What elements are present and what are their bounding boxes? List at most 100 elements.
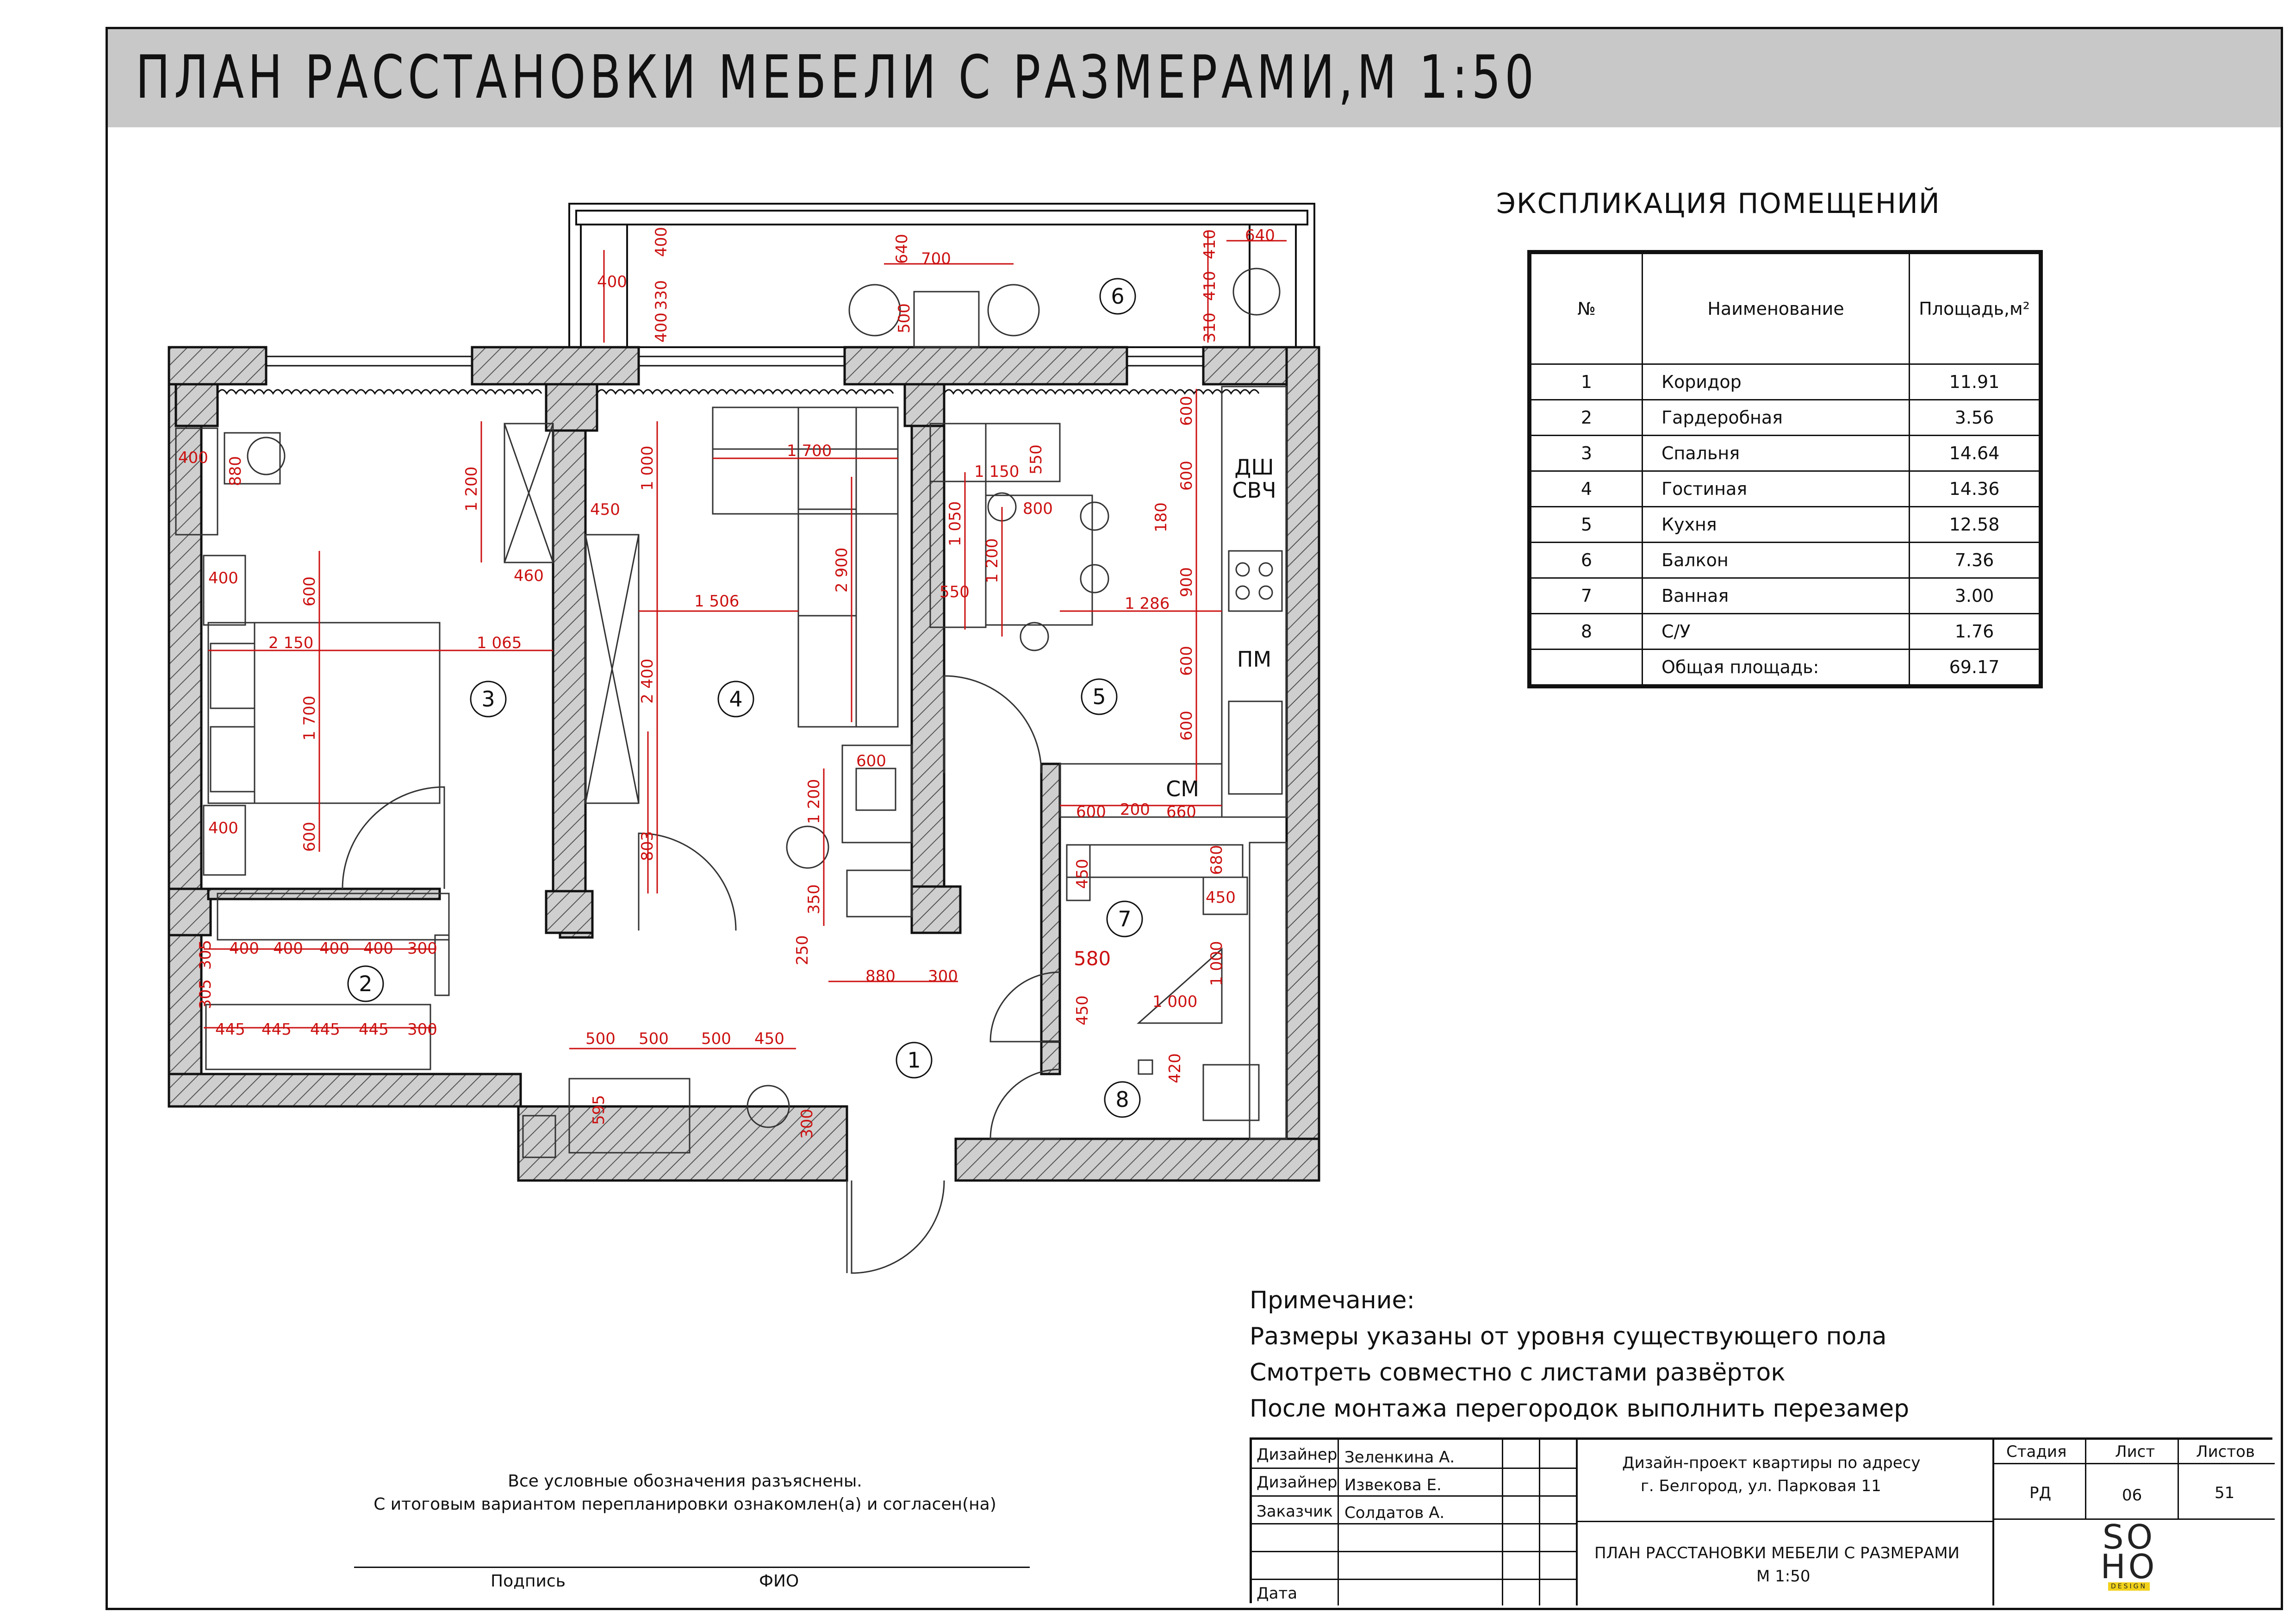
cell-name: Спальня: [1642, 435, 1910, 472]
dim-label: 445: [261, 1020, 292, 1039]
dim-label: 2 150: [268, 634, 313, 652]
room-number-2: 2: [359, 971, 372, 996]
dim-label: 200: [1120, 800, 1150, 819]
dim-label: 400: [208, 819, 238, 837]
signature-label: Подпись: [491, 1572, 566, 1591]
room-number-6: 6: [1111, 284, 1124, 309]
stamp-role: Дата: [1257, 1584, 1298, 1603]
dim-label: 803: [638, 831, 657, 861]
cell-num: 5: [1529, 506, 1643, 543]
dim-label: 400: [652, 227, 671, 257]
cell-num: 1: [1529, 363, 1643, 400]
dim-label: 700: [921, 250, 951, 268]
dim-label: 880: [226, 456, 245, 486]
fixture-label-dsh: ДШ: [1234, 455, 1274, 480]
room-number-5: 5: [1092, 684, 1106, 709]
sheet-value: 06: [2122, 1486, 2142, 1505]
dim-label: 310: [1201, 312, 1219, 343]
windows: [217, 356, 1260, 395]
dim-label: 450: [590, 500, 620, 519]
room-number-1: 1: [907, 1048, 921, 1073]
dim-label: 660: [1166, 803, 1196, 821]
dim-label: 900: [1177, 567, 1196, 597]
dim-label: 400: [597, 273, 627, 291]
dim-label: 595: [590, 1095, 608, 1125]
dim-label: 600: [1177, 396, 1196, 426]
col-num: №: [1529, 251, 1643, 365]
stamp-role: Дизайнер: [1257, 1445, 1338, 1464]
dim-label: 550: [1027, 444, 1045, 475]
stamp-name: Зеленкина А.: [1344, 1448, 1455, 1467]
dim-label: 305: [196, 979, 215, 1009]
dim-label: 460: [514, 567, 544, 585]
dim-label: 400: [273, 939, 303, 958]
dim-label: 445: [310, 1020, 340, 1039]
dim-label: 330: [652, 280, 671, 310]
dim-label: 300: [798, 1109, 816, 1139]
dim-label: 500: [895, 303, 914, 333]
room-markers: 1 2 3 4 5 6 7 8: [347, 278, 1143, 1118]
total-area: 69.17: [1909, 649, 2041, 687]
cell-name: Коридор: [1642, 363, 1910, 400]
dim-label: 880: [865, 967, 896, 986]
cell-num: 2: [1529, 399, 1643, 436]
dim-label: 1 700: [787, 442, 832, 460]
stamp-role: Заказчик: [1257, 1502, 1333, 1521]
dim-label: 550: [940, 583, 970, 601]
table-total-row: Общая площадь:69.17: [1529, 649, 2041, 687]
dim-label: 400: [178, 449, 208, 467]
dim-label: 500: [701, 1030, 731, 1048]
stamp-name: Солдатов А.: [1344, 1504, 1445, 1522]
dimension-lines: [204, 231, 1287, 1049]
cell-area: 12.58: [1909, 506, 2041, 543]
stage-label: Стадия: [2006, 1443, 2067, 1461]
room-number-3: 3: [481, 687, 495, 712]
fixture-label-svch: СВЧ: [1232, 478, 1276, 503]
cell-name: Гардеробная: [1642, 399, 1910, 436]
title-bar: ПЛАН РАССТАНОВКИ МЕБЕЛИ С РАЗМЕРАМИ,М 1:…: [108, 29, 2281, 127]
dim-label: 1 000: [638, 446, 657, 491]
cell-num: 4: [1529, 470, 1643, 507]
dim-label: 1 286: [1125, 594, 1170, 613]
dim-label: 500: [639, 1030, 669, 1048]
col-area: Площадь,м²: [1909, 251, 2041, 365]
dim-label: 600: [1177, 711, 1196, 741]
dim-label: 400: [319, 939, 349, 958]
dim-label: 1 050: [946, 501, 964, 546]
dim-label: 350: [805, 884, 823, 914]
dim-label: 1 000: [1207, 941, 1226, 986]
dim-label: 300: [407, 1020, 437, 1039]
sheet-label: Лист: [2115, 1443, 2155, 1461]
dim-label: 640: [1245, 226, 1275, 245]
room-number-4: 4: [729, 687, 742, 712]
cell-area: 7.36: [1909, 542, 2041, 579]
cell-area: 14.64: [1909, 435, 2041, 472]
cell-num: 6: [1529, 542, 1643, 579]
signature-line: [354, 1567, 1030, 1568]
sheets-label: Листов: [2196, 1443, 2255, 1461]
dim-label: 600: [856, 752, 886, 770]
cell-area: 3.56: [1909, 399, 2041, 436]
dim-label: 2 900: [833, 548, 851, 593]
dim-label: 1 700: [300, 696, 319, 741]
dim-label: 410: [1201, 271, 1219, 301]
notes-heading: Примечание:: [1250, 1287, 1415, 1314]
signoff-line2: С итоговым вариантом перепланировки озна…: [373, 1495, 996, 1514]
dim-label: 445: [359, 1020, 389, 1039]
dim-label: 450: [1073, 859, 1092, 889]
dim-label: 600: [1177, 461, 1196, 491]
dim-label: 640: [893, 234, 911, 264]
cell-name: Кухня: [1642, 506, 1910, 543]
cell-num: 7: [1529, 577, 1643, 614]
dim-label: 445: [215, 1020, 245, 1039]
note-line: Смотреть совместно с листами развёрток: [1250, 1359, 1786, 1387]
